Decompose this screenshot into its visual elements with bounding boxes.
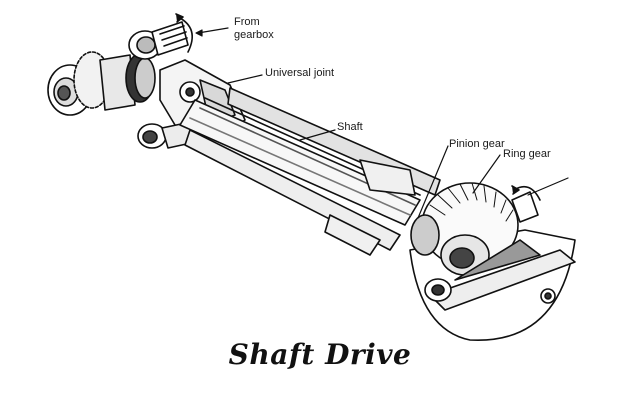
gearbox-output-assembly <box>47 13 194 116</box>
label-universal-joint: Universal joint <box>265 67 335 79</box>
figure-caption: Shaft Drive <box>228 338 412 371</box>
callout-leaders <box>195 27 569 219</box>
label-pinion-gear: Pinion gear <box>449 138 505 150</box>
label-ring-gear: Ring gear <box>503 148 551 160</box>
label-from-gearbox: From gearbox <box>234 16 274 42</box>
final-drive-assembly <box>324 159 576 341</box>
label-from-gearbox-line2: gearbox <box>234 29 274 41</box>
label-shaft: Shaft <box>337 121 363 133</box>
label-from-gearbox-line1: From <box>234 16 260 28</box>
